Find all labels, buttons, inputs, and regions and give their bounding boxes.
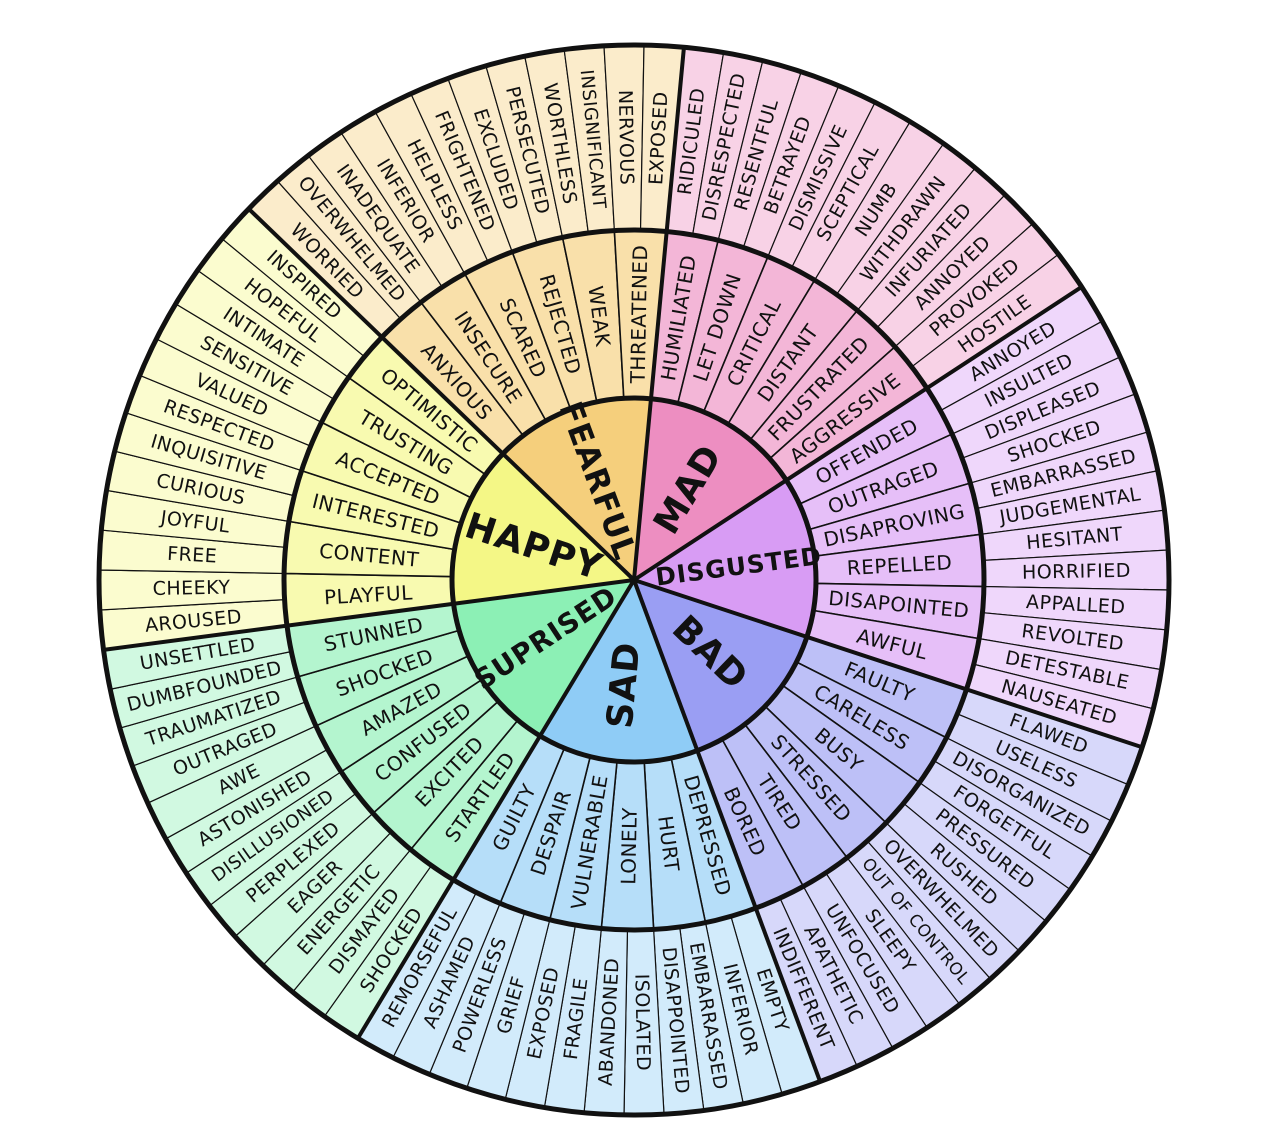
divider-lines	[96, 42, 1172, 1118]
middle-repelled-label: REPELLED	[846, 550, 953, 580]
core-sad-label: SAD	[600, 640, 649, 730]
outer-isolated-label: ISOLATED	[630, 974, 654, 1072]
sector-divider	[103, 578, 635, 652]
core-ring-border	[449, 395, 819, 765]
sector-divider	[632, 47, 686, 581]
outer-cheeky-label: CHEEKY	[152, 577, 230, 600]
sector-divider	[247, 207, 636, 582]
middle-ring-border	[281, 227, 987, 933]
outer-ring: AROUSEDCHEEKYFREEJOYFULCURIOUSINQUISITIV…	[98, 44, 1170, 1116]
middle-playful-label: PLAYFUL	[323, 580, 413, 609]
sector-divider	[633, 578, 1143, 750]
outer-ring-border	[96, 42, 1172, 1118]
middle-threatened-label: THREATENED	[626, 244, 653, 384]
outer-exposed-label: EXPOSED	[645, 91, 672, 186]
sector-divider	[632, 285, 1083, 582]
outer-horrified-label: HORRIFIED	[1022, 560, 1131, 584]
middle-lonely-label: LONELY	[616, 807, 641, 885]
outer-free-label: FREE	[167, 543, 218, 568]
middle-ring: PLAYFULCONTENTINTERESTEDACCEPTEDTRUSTING…	[283, 229, 985, 931]
sector-divider	[356, 578, 636, 1040]
outer-nervous-label: NERVOUS	[614, 90, 638, 186]
sector-divider	[632, 579, 822, 1083]
